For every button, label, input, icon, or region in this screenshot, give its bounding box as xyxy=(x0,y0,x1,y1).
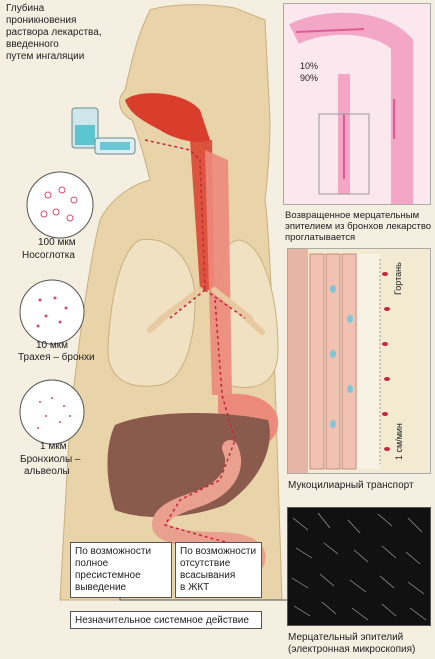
bronchi xyxy=(147,287,265,335)
region-bronchioles: Бронхиолы – альвеолы xyxy=(20,454,81,477)
inhaler-icon xyxy=(71,107,136,155)
airflow-90-percent: 90% xyxy=(300,73,319,83)
mucociliary-panel xyxy=(287,248,431,474)
nasopharynx xyxy=(125,93,210,142)
region-nasopharynx: Носоглотка xyxy=(22,250,75,261)
particle-circle-10 xyxy=(19,279,85,345)
epithelium-caption: Мерцательный эпителий (электронная микро… xyxy=(288,632,416,655)
speed-label: 1 см/мин xyxy=(394,423,404,460)
returned-caption: Возвращенное мерцательным эпителием из б… xyxy=(285,210,432,243)
no-absorption-box: По возможности отсутствие всасывания в Ж… xyxy=(175,542,262,598)
region-trachea-bronchi: Трахея – бронхи xyxy=(18,352,95,363)
mucociliary-caption: Мукоцилиарный транспорт xyxy=(288,480,414,491)
particle-circle-100 xyxy=(26,171,94,239)
particle-size-10: 10 мкм xyxy=(36,340,69,351)
depth-title: Глубина проникновения раствора лекарства… xyxy=(6,3,102,62)
presystemic-elimination-box: По возможности полное пресистемное вывед… xyxy=(70,542,172,598)
particle-circle-1 xyxy=(19,379,85,445)
esophagus xyxy=(205,150,232,395)
airflow-10-percent: 10% xyxy=(300,61,319,71)
particle-size-1: 1 мкм xyxy=(40,441,67,452)
systemic-effect-box: Незначительное системное действие xyxy=(70,611,262,629)
liver xyxy=(107,413,270,517)
epithelium-micrograph xyxy=(287,507,431,626)
airflow-panel xyxy=(283,3,431,205)
left-lung xyxy=(107,238,196,387)
particle-size-100: 100 мкм xyxy=(38,237,76,248)
larynx-label: Гортань xyxy=(393,262,403,295)
